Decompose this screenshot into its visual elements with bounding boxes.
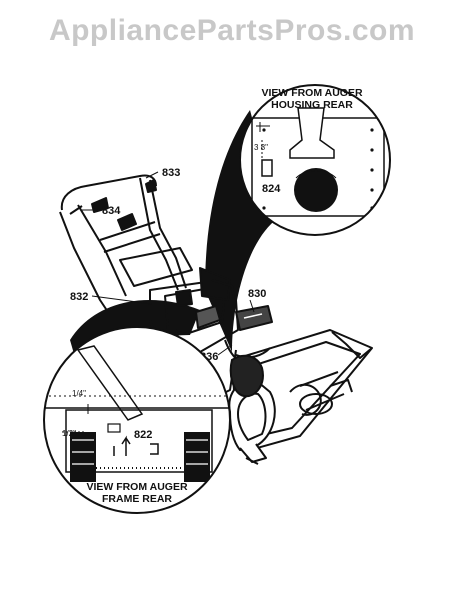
- bottom-inset-caption-line1: VIEW FROM AUGER: [86, 481, 188, 493]
- callout-824: 824: [262, 183, 281, 195]
- top-inset-dimension: 3 8": [254, 143, 268, 152]
- callout-leaders: [82, 171, 255, 356]
- callout-822: 822: [134, 429, 152, 441]
- bottom-inset-dimension-b: 1/2": [62, 429, 76, 438]
- top-inset: 3 8" 824 VIEW FROM AUGER HOUSING REAR: [239, 84, 391, 236]
- bottom-inset-dimension-a: 1/4": [72, 389, 86, 398]
- callout-832: 832: [70, 291, 88, 303]
- callout-834: 834: [102, 205, 121, 217]
- callout-830: 830: [248, 288, 266, 300]
- top-inset-caption-line1: VIEW FROM AUGER: [261, 87, 363, 99]
- top-inset-caption-line2: HOUSING REAR: [271, 99, 353, 111]
- bottom-inset-caption-line2: FRAME REAR: [102, 493, 172, 505]
- snowblower-body: [59, 174, 373, 465]
- bottom-inset: 1/4" 1/2" 822 VIEW FROM AUGER FRAME REAR: [43, 326, 231, 514]
- watermark: AppliancePartsPros.com: [48, 14, 416, 47]
- callout-833: 833: [162, 167, 180, 179]
